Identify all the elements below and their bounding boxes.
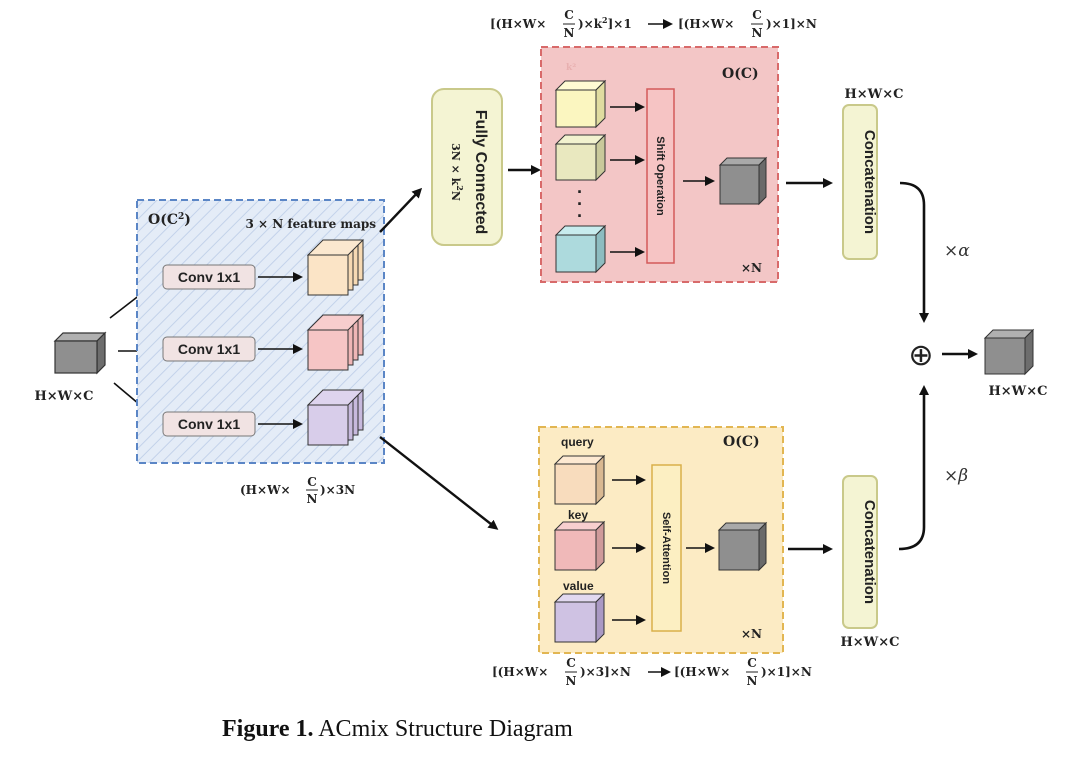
query-label: query [561,435,594,449]
projection-frac-den: N [307,492,318,506]
arrow-concat-bottom-sum [898,385,929,551]
svg-text:[(H×W×: [(H×W× [674,665,730,679]
value-label: value [563,579,594,593]
svg-text:[(H×W×: [(H×W× [490,17,546,31]
arrow-to-fc [379,187,423,233]
svg-text:N: N [747,674,758,688]
conv-label: Conv 1x1 [178,341,240,357]
svg-text:)×3]×N: )×3]×N [580,665,631,679]
svg-text:·: · [577,206,583,226]
projection-complexity: O(C2) [148,212,191,228]
key-label: key [568,508,588,522]
concat-top-dims: H×W×C [844,87,903,102]
conv-label: Conv 1x1 [178,269,240,285]
figure-caption-text: ACmix Structure Diagram [313,716,573,742]
query-cube [553,454,606,506]
value-cube [553,592,606,644]
concatenation-bottom-label: Concatenation [861,500,878,604]
fully-connected-dims: 3N × k2N [449,143,465,201]
conv-1x1-block: Conv 1x1 [162,411,256,437]
feature-map-stack-purple [306,389,365,446]
k2-faint-label: k² [566,63,576,73]
feature-map-stack-pink [306,314,365,371]
concat-bottom-dims: H×W×C [840,635,899,650]
svg-text:N: N [564,26,575,40]
conv-path-top-formula: [(H×W× C N )×k2]×1 [(H×W× C N )×1]×N [490,8,817,40]
input-dims-label: H×W×C [34,389,93,404]
conv-label: Conv 1x1 [178,416,240,432]
concatenation-bottom-module [842,475,878,629]
svg-text:[(H×W×: [(H×W× [492,665,548,679]
svg-text:N: N [752,26,763,40]
svg-text:)×1]×N: )×1]×N [766,17,817,31]
svg-text:N: N [566,674,577,688]
shift-vertical-dots: · · · [577,182,583,226]
conv-1x1-block: Conv 1x1 [162,264,256,290]
concatenation-top-label: Concatenation [861,130,878,234]
output-dims-label: H×W×C [988,384,1047,399]
fully-connected-module [431,88,503,246]
weight-alpha: ×α [944,241,970,261]
svg-text:·: · [577,182,583,202]
arrow-concat-top-sum [899,181,929,323]
svg-text:·: · [577,194,583,214]
self-attention-module [651,464,682,632]
input-cube [53,331,107,375]
projection-output-suffix: )×3N [320,483,355,497]
conv-1x1-block: Conv 1x1 [162,336,256,362]
sum-operator-icon: ⊕ [908,339,933,372]
feature-map-stack-orange [306,239,365,296]
svg-text:C: C [752,8,762,22]
projection-output-dims: (H×W× [240,483,291,497]
key-cube [553,520,606,572]
self-attention-label: Self-Attention [660,512,672,584]
svg-text:C: C [747,656,757,670]
arrow-to-attention [379,436,499,530]
shift-operation-module [646,88,675,264]
shift-cube-yellow [554,79,607,129]
figure-caption: Figure 1. ACmix Structure Diagram [222,716,573,743]
svg-text:C: C [566,656,576,670]
shift-panel-complexity: O(C) [722,66,759,82]
svg-text:C: C [564,8,574,22]
attention-panel-times-n: ×N [741,627,762,641]
shift-cube-teal [554,224,607,274]
concatenation-top-module [842,104,878,260]
svg-text:[(H×W×: [(H×W× [678,17,734,31]
shift-output-cube [718,156,768,206]
attention-path-bottom-formula: [(H×W× C N )×3]×N [(H×W× C N )×1]×N [492,656,812,688]
shift-cube-olive [554,133,607,182]
shift-panel-times-n: ×N [741,261,762,275]
svg-text:)×k2]×1: )×k2]×1 [578,15,632,31]
fully-connected-label: Fully Connected [472,110,489,234]
figure-caption-label: Figure 1. [222,716,314,742]
shift-operation-label: Shift Operation [654,136,666,216]
projection-frac-num: C [307,475,317,489]
output-cube [983,328,1035,376]
svg-text:)×1]×N: )×1]×N [761,665,812,679]
feature-maps-label: 3 × N feature maps [246,217,377,231]
weight-beta: ×β [944,466,968,486]
attention-panel-complexity: O(C) [723,434,760,450]
attention-output-cube [717,521,768,572]
